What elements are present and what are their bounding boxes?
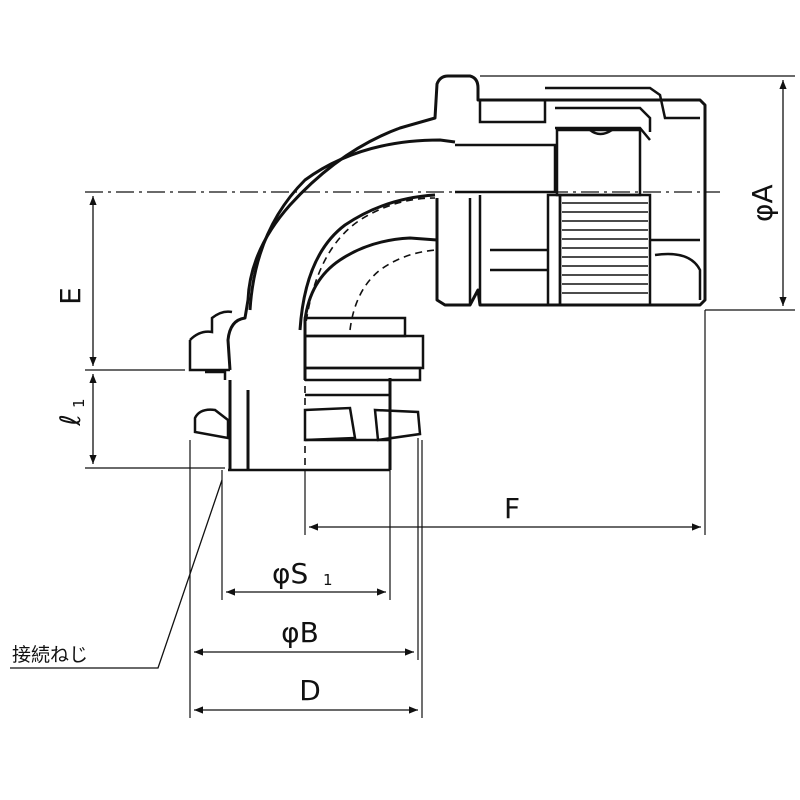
- label-connection-thread: 接続ねじ: [12, 644, 88, 666]
- centerlines: [85, 75, 795, 718]
- label-phi-s1: φS 1: [272, 557, 333, 590]
- elbow-body: [226, 74, 707, 470]
- label-f: F: [504, 492, 520, 525]
- thread-leader-line: [10, 479, 223, 669]
- label-d: D: [299, 674, 321, 707]
- label-phi-s1-main: φS: [272, 557, 308, 590]
- label-e: E: [54, 287, 87, 305]
- knurl-lines: [562, 202, 648, 294]
- label-l1-sub: 1: [70, 398, 88, 408]
- label-phi-a: φA: [746, 184, 779, 222]
- dimension-lines: [10, 80, 787, 714]
- vertical-branch-nut: [188, 310, 425, 472]
- label-phi-b: φB: [281, 616, 319, 649]
- label-l1-main: ℓ: [54, 414, 87, 427]
- horizontal-branch: [455, 86, 702, 307]
- inner-bore-dashed: [304, 197, 438, 465]
- label-l1: ℓ 1: [54, 398, 88, 426]
- label-phi-s1-sub: 1: [323, 571, 333, 589]
